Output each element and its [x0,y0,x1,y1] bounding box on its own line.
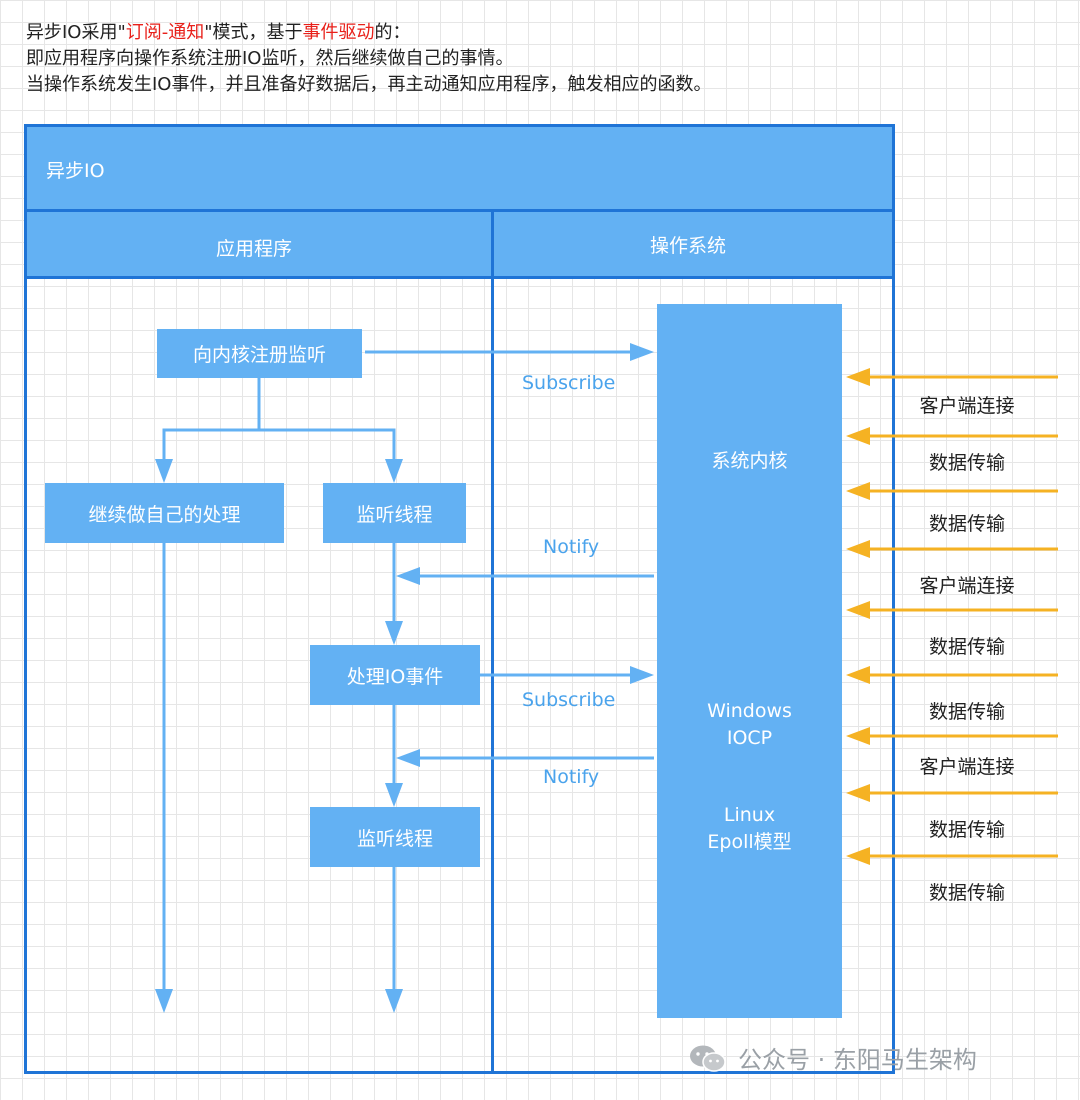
kernel-title: 系统内核 [711,450,788,472]
title-band [26,126,893,210]
frame-right [892,124,895,1074]
notify-label-2: Notify [543,766,600,788]
arrowhead [155,989,173,1013]
wechat-icon [690,1045,726,1072]
kernel-iocp-label: IOCP [726,727,773,749]
arrowhead [385,989,403,1013]
intro-text: 异步IO采用"订阅-通知"模式，基于事件驱动的： 即应用程序向操作系统注册IO监… [26,20,711,98]
kernel-windows-label: Windows [707,700,792,722]
frame-divider-header [24,276,895,279]
frame-bottom [24,1071,895,1074]
intro-line-2: 即应用程序向操作系统注册IO监听，然后继续做自己的事情。 [26,48,514,69]
notify-label-1: Notify [543,536,600,558]
incoming-label: 数据传输 [928,452,1005,474]
diagram-title: 异步IO [46,160,105,182]
incoming-label: 数据传输 [928,819,1005,841]
incoming-label: 数据传输 [928,513,1005,535]
incoming-arrowhead [846,368,870,386]
register-branch-connector-right [259,428,396,460]
system-kernel-box [657,304,842,1018]
incoming-arrowhead [846,784,870,802]
incoming-arrowhead [846,482,870,500]
incoming-arrowhead [846,540,870,558]
column-header-os: 操作系统 [650,235,727,257]
continue-own-work-box: 继续做自己的处理 [45,483,284,543]
incoming-label: 数据传输 [928,882,1005,904]
listener-thread-box-2: 监听线程 [310,807,480,867]
arrowhead [396,567,420,585]
intro-line-1-a: 异步IO采用" [26,22,126,43]
frame-top [24,124,895,127]
incoming-arrowhead [846,427,870,445]
incoming-arrowhead [846,666,870,684]
incoming-label: 客户端连接 [919,575,1015,597]
watermark: 公众号 · 东阳马生架构 [688,1040,977,1075]
column-header-app: 应用程序 [216,238,293,260]
intro-line-1: 异步IO采用"订阅-通知"模式，基于事件驱动的： [26,20,711,46]
incoming-label: 数据传输 [928,701,1005,723]
arrowhead [630,343,654,361]
arrowhead [385,783,403,807]
kernel-epoll-label: Epoll模型 [707,831,792,853]
frame-left [24,124,27,1074]
incoming-arrowhead [846,847,870,865]
incoming-arrowhead [846,601,870,619]
frame-divider-title [24,209,895,212]
watermark-text: 公众号 · 东阳马生架构 [738,1046,977,1074]
intro-line-3: 当操作系统发生IO事件，并且准备好数据后，再主动通知应用程序，触发相应的函数。 [26,74,712,95]
incoming-label: 客户端连接 [919,756,1015,778]
subscribe-label-1: Subscribe [522,372,616,394]
handle-io-event-box: 处理IO事件 [310,645,480,705]
kernel-linux-label: Linux [723,804,776,826]
incoming-label: 数据传输 [928,636,1005,658]
arrowhead [630,666,654,684]
intro-highlight-subscribe-notify: 订阅-通知 [125,22,205,43]
arrowhead [385,621,403,645]
arrowhead [385,459,403,483]
incoming-arrowhead [846,727,870,745]
intro-line-1-b: "模式，基于 [204,22,303,43]
intro-highlight-event-driven: 事件驱动 [302,22,375,43]
incoming-label: 客户端连接 [919,395,1015,417]
column-header-band [26,210,893,277]
register-listener-box: 向内核注册监听 [157,329,362,378]
listener-thread-box-1: 监听线程 [323,483,466,543]
frame-column-divider [491,209,494,1074]
arrowhead [396,749,420,767]
arrowhead [155,459,173,483]
intro-line-1-c: 的： [374,22,411,43]
register-branch-connector [162,378,261,460]
subscribe-label-2: Subscribe [522,689,616,711]
